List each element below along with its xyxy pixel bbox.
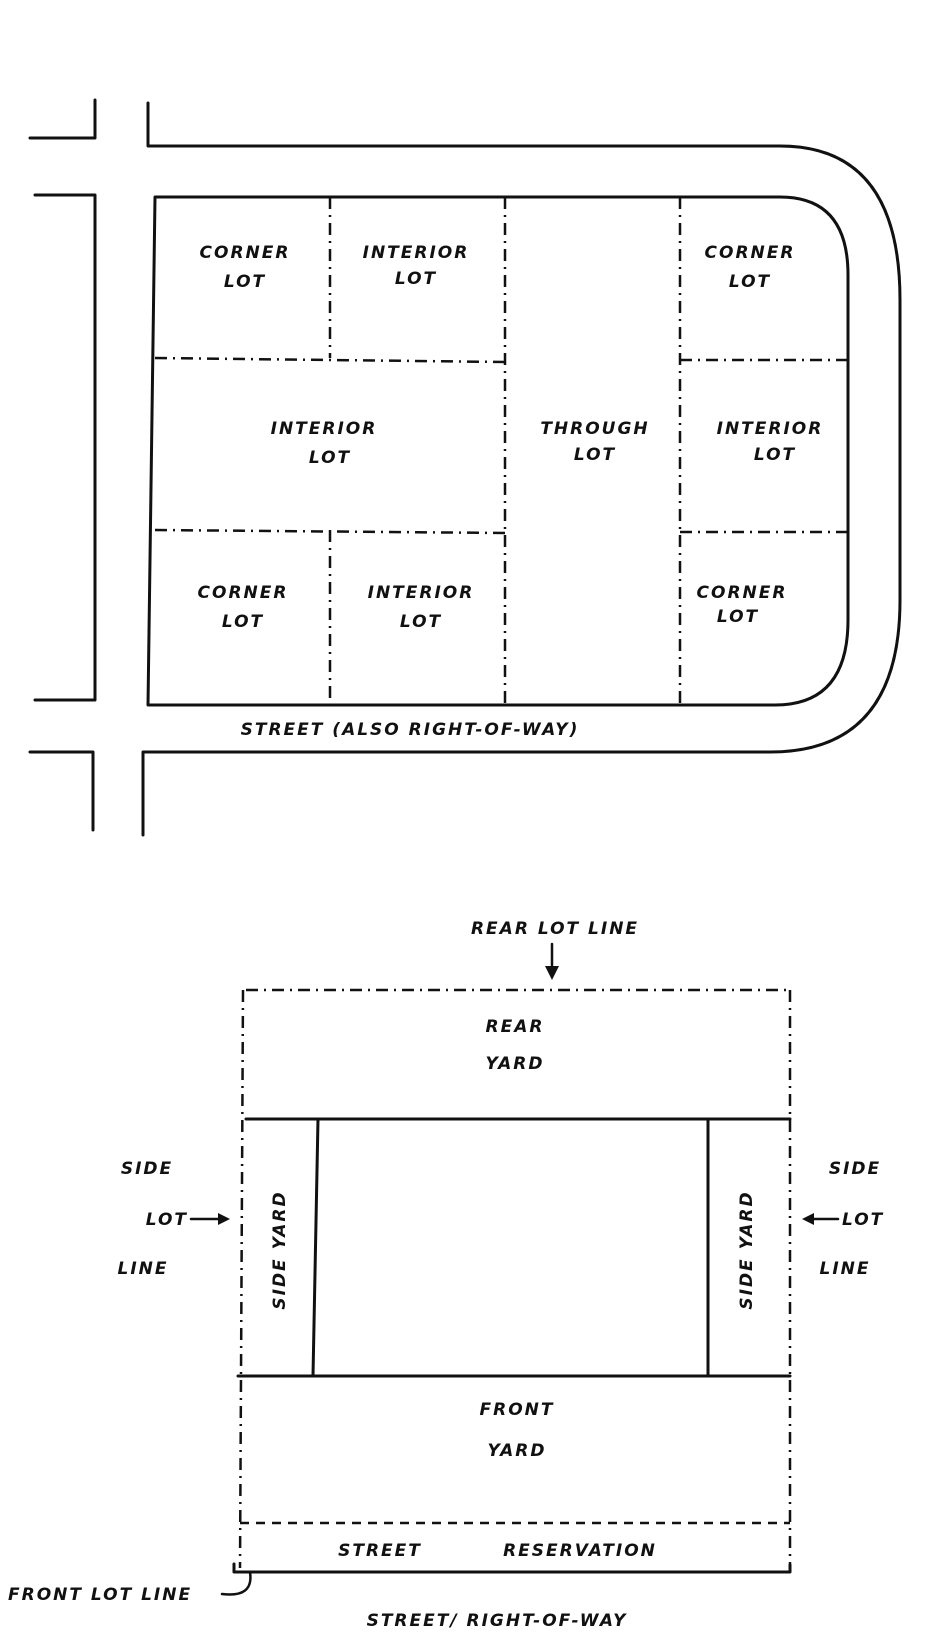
street-edge-top-left-horizontal: [28, 98, 97, 140]
label-corner-lot-bottom-right: CORNER: [697, 583, 788, 603]
label-interior-lot-middle-left-2: LOT: [309, 448, 351, 468]
street-edge-bottom-left: [28, 750, 95, 832]
label-side-yard-left: SIDE YARD: [270, 1190, 290, 1309]
label-side-lot-line-right-line: LINE: [820, 1259, 871, 1279]
label-street-right-of-way: STREET/ RIGHT-OF-WAY: [367, 1611, 628, 1631]
street-edge-top-right: [141, 101, 902, 837]
label-interior-lot-middle-left: INTERIOR: [271, 419, 378, 439]
label-corner-lot-bottom-left-2: LOT: [222, 612, 264, 632]
label-side-lot-line-left-side: SIDE: [121, 1159, 173, 1179]
label-corner-lot-bottom-left: CORNER: [198, 583, 289, 603]
side-lot-line-left: [238, 989, 245, 1569]
label-interior-lot-bottom: INTERIOR: [368, 583, 475, 603]
label-through-lot-2: LOT: [574, 445, 616, 465]
label-side-lot-line-right-lot: LOT: [842, 1210, 884, 1230]
front-lot-line: [232, 1562, 792, 1574]
label-interior-lot-top-2: LOT: [395, 269, 437, 289]
label-side-lot-line-left-lot: LOT: [146, 1210, 188, 1230]
label-interior-lot-bottom-2: LOT: [400, 612, 442, 632]
label-corner-lot-top-right-2: LOT: [729, 272, 771, 292]
lot-yards-diagram: REAR LOT LINE REAR YARD SIDE LOT LINE SI…: [8, 919, 884, 1631]
lot-line-h-left-upper: [154, 356, 506, 364]
label-interior-lot-top: INTERIOR: [363, 243, 470, 263]
arrow-head-side-lot-line-left: [218, 1213, 230, 1225]
arrow-head-rear-lot-line: [545, 966, 559, 980]
label-rear-yard-2: YARD: [485, 1054, 544, 1074]
side-yard-left-boundary: [311, 1117, 320, 1378]
label-front-lot-line: FRONT LOT LINE: [8, 1585, 192, 1605]
label-rear-lot-line: REAR LOT LINE: [471, 919, 639, 939]
label-street-also-right-of-way: STREET (ALSO RIGHT-OF-WAY): [241, 720, 580, 740]
label-street-reservation-reservation: RESERVATION: [503, 1541, 657, 1561]
label-corner-lot-top-left: CORNER: [200, 243, 291, 263]
label-rear-yard: REAR: [486, 1017, 545, 1037]
block-of-lots: CORNER LOT INTERIOR LOT CORNER LOT INTER…: [28, 98, 902, 837]
front-lot-line-pointer: [220, 1570, 252, 1596]
arrow-head-side-lot-line-right: [802, 1213, 814, 1225]
label-corner-lot-top-right: CORNER: [705, 243, 796, 263]
label-street-reservation-street: STREET: [338, 1541, 422, 1561]
label-side-lot-line-right-side: SIDE: [829, 1159, 881, 1179]
lot-line-h-left-lower: [154, 528, 506, 535]
label-corner-lot-top-left-2: LOT: [224, 272, 266, 292]
label-interior-lot-middle-right-2: LOT: [754, 445, 796, 465]
label-through-lot: THROUGH: [540, 419, 649, 439]
label-interior-lot-middle-right: INTERIOR: [717, 419, 824, 439]
label-front-yard: FRONT: [480, 1400, 555, 1420]
block-outline: [146, 195, 850, 707]
label-corner-lot-bottom-right-2: LOT: [717, 607, 759, 627]
label-front-yard-2: YARD: [487, 1441, 546, 1461]
label-side-yard-right: SIDE YARD: [737, 1190, 757, 1309]
street-edge-top-left-horizontal-lower: [33, 193, 97, 702]
label-side-lot-line-left-line: LINE: [118, 1259, 169, 1279]
